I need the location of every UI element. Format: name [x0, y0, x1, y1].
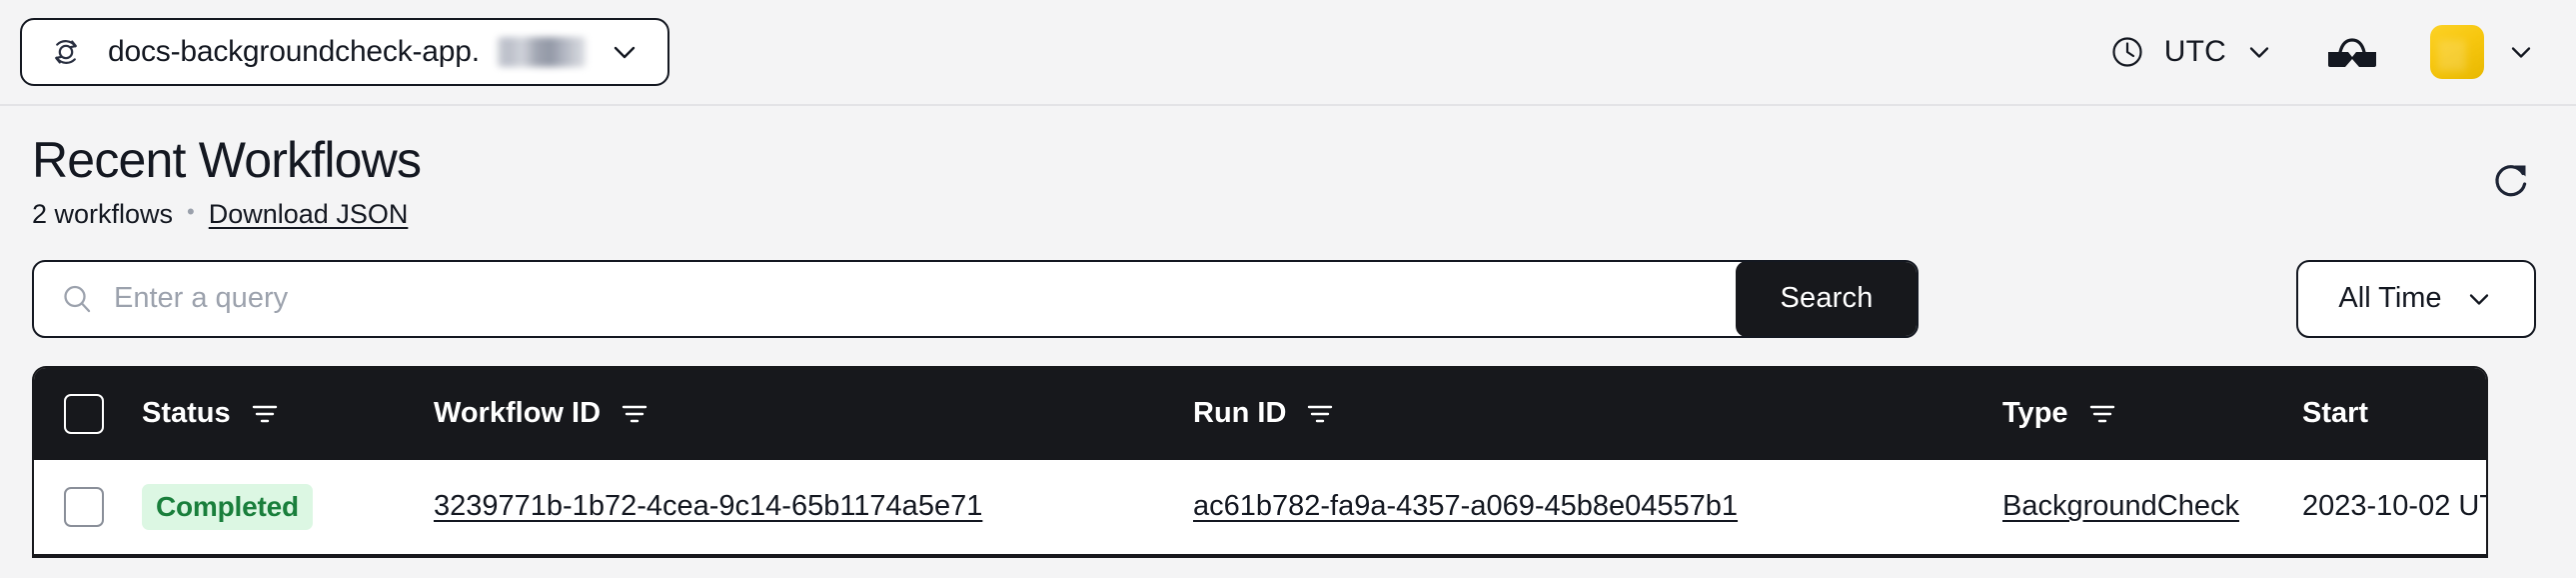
search-bar: Search — [32, 259, 1919, 338]
column-run-id: Run ID — [1193, 367, 2002, 460]
column-workflow-id-label: Workflow ID — [434, 397, 602, 429]
column-type: Type — [2002, 367, 2302, 460]
workflow-circular-arrows-icon — [46, 32, 86, 72]
page-body: Recent Workflows 2 workflows • Download … — [0, 106, 2576, 558]
search-input[interactable] — [114, 282, 1716, 315]
column-workflow-id: Workflow ID — [434, 367, 1193, 460]
workflows-table-container: Status Workflow ID — [32, 365, 2488, 558]
workflow-count: 2 workflows — [32, 198, 174, 229]
cell-run-id: ac61b782-fa9a-4357-a069-45b8e04557b1 — [1193, 459, 2002, 556]
cell-type: BackgroundCheck — [2002, 459, 2302, 556]
table-head: Status Workflow ID — [34, 367, 2486, 460]
filter-icon[interactable] — [619, 398, 650, 430]
workflow-type-link[interactable]: BackgroundCheck — [2002, 490, 2239, 522]
status-badge: Completed — [142, 483, 313, 530]
column-run-id-label: Run ID — [1193, 397, 1287, 429]
refresh-icon — [2491, 159, 2533, 201]
chevron-down-icon — [2244, 37, 2274, 67]
download-json-link[interactable]: Download JSON — [208, 198, 409, 229]
row-checkbox[interactable] — [64, 486, 104, 527]
time-range-filter[interactable]: All Time — [2296, 259, 2536, 338]
topbar-right-group: UTC — [2108, 25, 2536, 79]
avatar — [2430, 25, 2484, 79]
namespace-label: docs-backgroundcheck-app. — [108, 35, 480, 68]
cell-status: Completed — [142, 459, 434, 556]
chevron-down-icon — [608, 35, 642, 69]
filter-icon[interactable] — [1304, 398, 1336, 430]
page-header: Recent Workflows 2 workflows • Download … — [32, 106, 2536, 230]
workflows-table: Status Workflow ID — [34, 367, 2486, 558]
search-row: Search All Time — [32, 259, 2536, 338]
top-navigation-bar: docs-backgroundcheck-app. UTC — [0, 0, 2576, 106]
cell-workflow-id: 3239771b-1b72-4cea-9c14-65b1174a5e71 — [434, 459, 1193, 556]
table-header-row: Status Workflow ID — [34, 367, 2486, 460]
table-body: Completed 3239771b-1b72-4cea-9c14-65b117… — [34, 459, 2486, 556]
search-field — [34, 262, 1736, 336]
refresh-button[interactable] — [2488, 156, 2536, 204]
column-start-label: Start — [2302, 397, 2369, 429]
namespace-selector[interactable]: docs-backgroundcheck-app. — [20, 18, 669, 86]
separator-dot: • — [187, 199, 195, 224]
3d-glasses-icon[interactable] — [2326, 32, 2378, 72]
chevron-down-icon — [2464, 284, 2494, 314]
workflow-id-link[interactable]: 3239771b-1b72-4cea-9c14-65b1174a5e71 — [434, 490, 983, 522]
page-header-text: Recent Workflows 2 workflows • Download … — [32, 132, 422, 230]
run-id-link[interactable]: ac61b782-fa9a-4357-a069-45b8e04557b1 — [1193, 490, 1739, 522]
page-title: Recent Workflows — [32, 132, 422, 188]
timezone-selector[interactable]: UTC — [2108, 33, 2274, 71]
timezone-label: UTC — [2163, 35, 2226, 68]
page-subline: 2 workflows • Download JSON — [32, 199, 421, 230]
row-select-cell — [34, 459, 142, 556]
search-icon — [60, 282, 94, 316]
cell-start: 2023-10-02 UT — [2302, 459, 2486, 556]
clock-icon — [2108, 33, 2146, 71]
namespace-redacted-suffix — [497, 37, 586, 67]
column-select-all — [34, 367, 142, 460]
column-type-label: Type — [2002, 397, 2068, 429]
filter-icon[interactable] — [249, 398, 281, 430]
time-range-label: All Time — [2338, 282, 2442, 314]
column-status: Status — [142, 367, 434, 460]
column-start: Start — [2302, 367, 2486, 460]
chevron-down-icon — [2506, 37, 2536, 67]
filter-icon[interactable] — [2086, 398, 2118, 430]
search-button[interactable]: Search — [1736, 261, 1917, 336]
select-all-checkbox[interactable] — [64, 393, 104, 434]
user-menu[interactable] — [2430, 25, 2536, 79]
column-status-label: Status — [142, 397, 231, 429]
table-row[interactable]: Completed 3239771b-1b72-4cea-9c14-65b117… — [34, 459, 2486, 556]
